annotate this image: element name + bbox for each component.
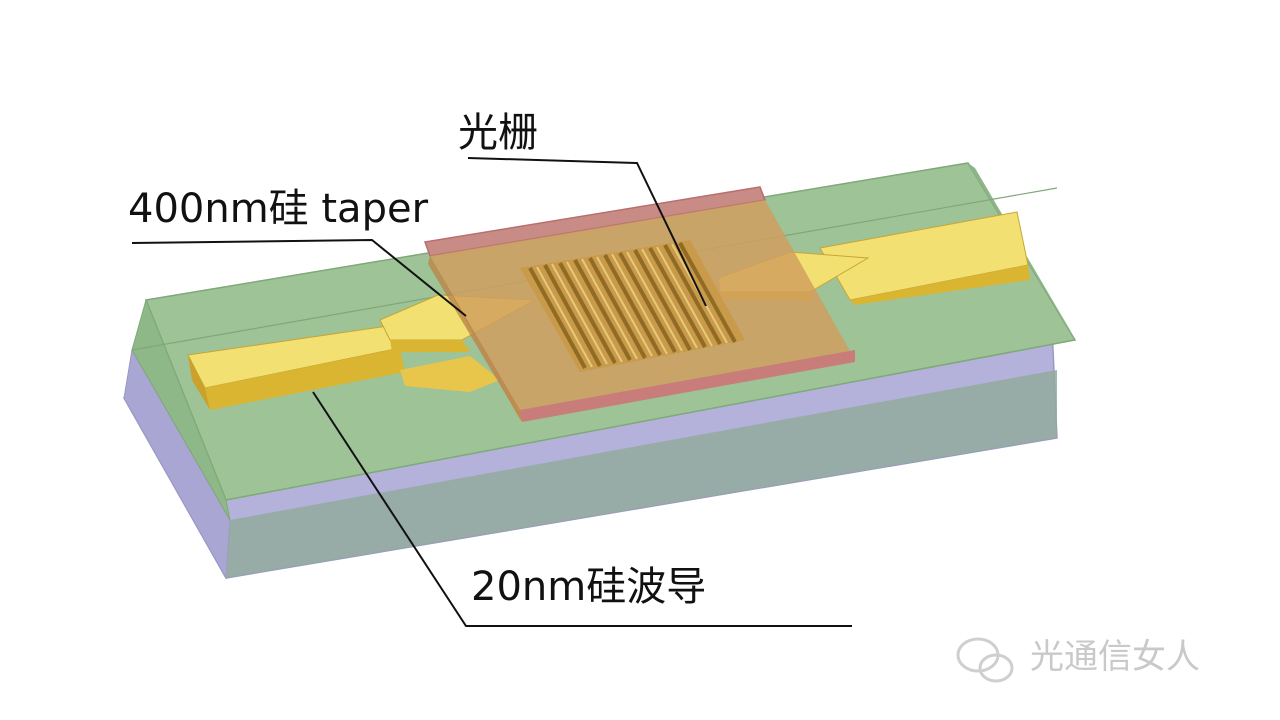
watermark-text: 光通信女人 — [1030, 637, 1200, 677]
waveguide-leader-line — [312, 391, 852, 627]
grating-teeth — [520, 240, 745, 372]
taper-leader-line — [131, 238, 467, 317]
watermark: 光通信女人 — [956, 637, 1200, 683]
grating-label: 光栅 — [458, 110, 538, 156]
waveguide-label: 20nm硅波导 — [471, 564, 706, 610]
silicon-waveguide-right — [819, 211, 1030, 305]
leader-lines — [131, 157, 852, 627]
grating-leader-line — [467, 157, 707, 307]
taper-label: 400nm硅 taper — [128, 186, 429, 232]
wechat-icon — [956, 637, 1014, 683]
